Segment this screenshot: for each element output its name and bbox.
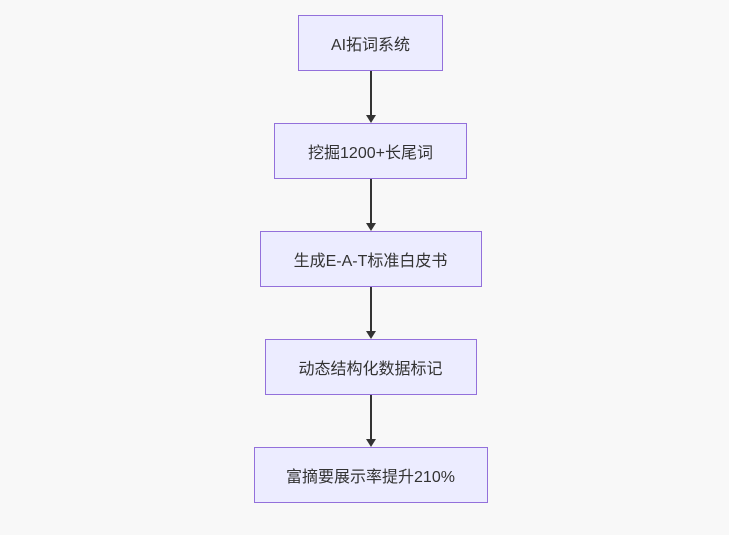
flow-node-label: AI拓词系统: [330, 37, 411, 54]
arrow-line: [369, 71, 372, 115]
flow-node-rich-snippet-result: 富摘要展示率提升210%: [253, 447, 488, 503]
flow-node-label: 动态结构化数据标记: [298, 361, 443, 378]
flow-node-ai-keyword-system: AI拓词系统: [298, 15, 443, 71]
flow-arrow-4: [365, 395, 376, 447]
arrowhead-down-icon: [365, 115, 376, 123]
flow-node-label: 富摘要展示率提升210%: [286, 469, 455, 486]
flow-node-structured-data-markup: 动态结构化数据标记: [264, 339, 477, 395]
flow-node-eat-whitepaper: 生成E-A-T标准白皮书: [259, 231, 482, 287]
flowchart: AI拓词系统 挖掘1200+长尾词 生成E-A-T标准白皮书 动态结构化数据标记…: [253, 15, 488, 503]
flow-node-label: 生成E-A-T标准白皮书: [293, 253, 448, 270]
flow-node-label: 挖掘1200+长尾词: [308, 145, 433, 162]
arrowhead-down-icon: [365, 223, 376, 231]
flow-arrow-1: [365, 71, 376, 123]
arrow-line: [369, 287, 372, 331]
arrow-line: [369, 179, 372, 223]
flow-node-longtail-mining: 挖掘1200+长尾词: [274, 123, 467, 179]
arrowhead-down-icon: [365, 439, 376, 447]
flow-arrow-3: [365, 287, 376, 339]
flow-arrow-2: [365, 179, 376, 231]
arrow-line: [369, 395, 372, 439]
arrowhead-down-icon: [365, 331, 376, 339]
